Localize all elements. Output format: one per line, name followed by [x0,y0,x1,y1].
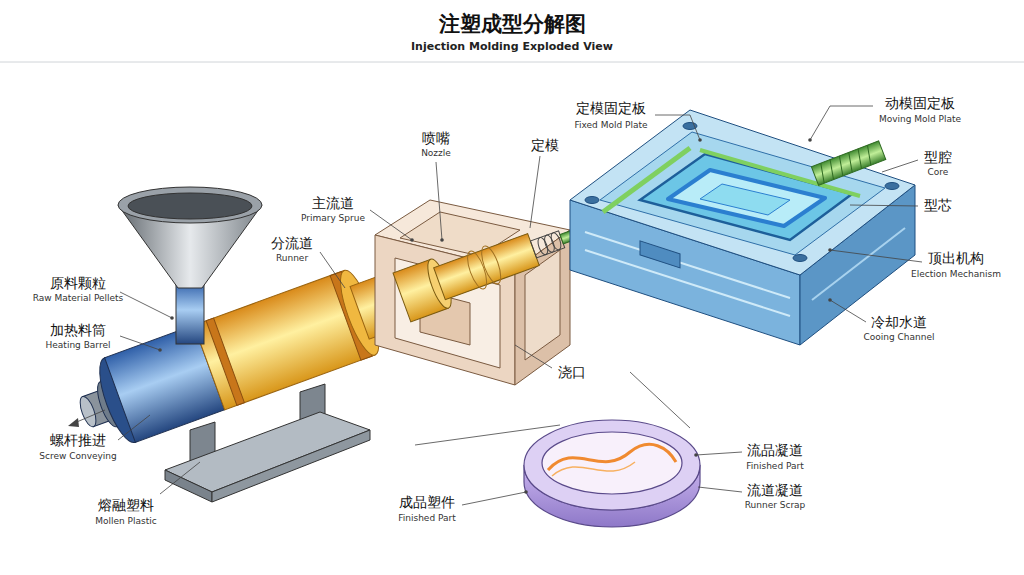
diagram-subtitle: Injection Molding Exploded View [411,41,613,54]
part-label-en: Heating Barrel [46,340,111,350]
part-label: 动模固定板 [885,95,955,111]
finished-part [524,420,700,527]
part-label-en: Screw Conveying [39,451,117,461]
part-label: 原料颗粒 [50,275,106,291]
part-label-en: Cooing Channel [863,332,934,342]
part-label-en: Runner [276,253,308,263]
part-label: 定模固定板 [576,100,646,116]
part-label: 螺杆推进 [50,432,106,448]
part-label: 主流道 [312,195,354,211]
part-label: 熔融塑料 [98,497,154,513]
part-label-en: Election Mechanism [911,269,1001,279]
part-label: 冷却水道 [871,314,927,330]
part-label: 喷嘴 [422,130,450,146]
part-label-en: Core [928,167,949,177]
title-rule [0,62,1024,63]
heating-barrel [67,253,422,456]
part-label: 浇口 [558,364,586,380]
leader-dots [68,138,832,494]
part-label-en: Finished Part [746,461,804,471]
leader-lines [72,106,922,505]
part-label-en: Runner Scrap [745,500,806,510]
ejector-screw [811,141,885,185]
part-label: 成品塑件 [399,494,455,510]
part-label-en: Finished Part [398,513,456,523]
part-label: 顶出机构 [928,250,984,266]
part-label: 分流道 [271,235,313,251]
part-label-en: Primary Sprue [301,213,365,223]
part-label: 定模 [531,137,559,153]
part-label-en: Mollen Plastic [95,516,156,526]
part-label: 加热料筒 [50,322,106,338]
diagram-title: 注塑成型分解图 [439,12,586,36]
part-label: 型腔 [924,149,952,165]
fixed-mold-box [375,200,570,385]
part-label-en: Moving Mold Plate [879,114,961,124]
part-label-en: Raw Material Pellets [33,293,124,303]
part-label-en: Nozzle [421,148,451,158]
part-label-en: Fixed Mold Plate [574,120,647,130]
hopper [118,187,262,344]
part-label: 流道凝道 [747,482,803,498]
mold-assembly [570,110,915,345]
part-label: 型芯 [924,197,952,213]
part-label: 流品凝道 [747,442,803,458]
